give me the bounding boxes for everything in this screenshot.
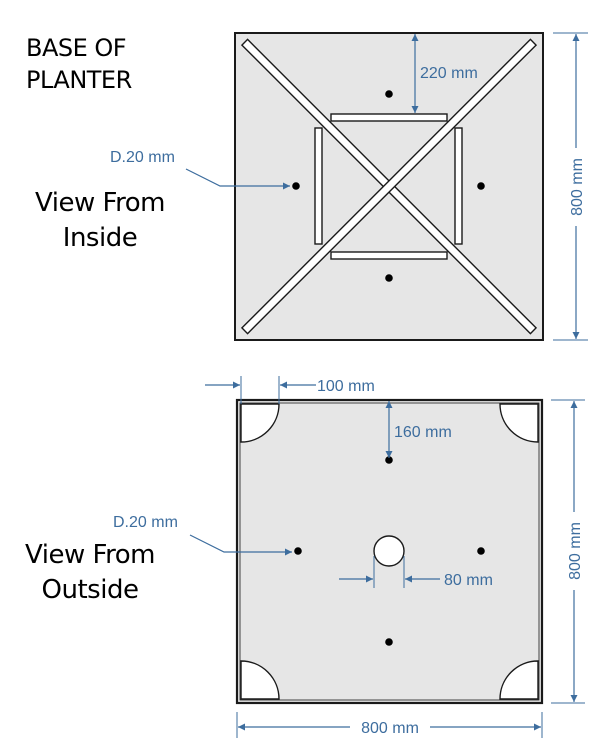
inside-view-label: View From Inside: [0, 186, 200, 256]
outside-hole-diameter-callout: D.20 mm: [113, 514, 292, 556]
outside-leader-line: [189, 534, 292, 556]
inside-leader-line: [185, 168, 290, 190]
inner-bar-top: [330, 113, 448, 122]
outside-view-label: View From Outside: [0, 538, 190, 608]
inside-view-label-line-1: View From: [35, 188, 165, 218]
outside-hole-diameter-label: D.20 mm: [113, 514, 178, 531]
outside-view-panel: D.20 mm 100 mm 160 mm 80 mm: [113, 376, 585, 738]
outside-offset-dimension: 160 mm: [385, 401, 452, 458]
inside-height-label: 800 mm: [569, 158, 586, 216]
inside-hole-right: [477, 182, 485, 190]
corner-width-label: 100 mm: [317, 378, 375, 395]
outside-hole-bottom: [385, 638, 393, 646]
outside-view-label-line-2: Outside: [41, 575, 139, 605]
inside-hole-left: [292, 182, 300, 190]
inside-hole-top: [385, 90, 393, 98]
corner-cutout-top-left: [240, 403, 280, 443]
outside-height-dimension: 800 mm: [551, 399, 585, 704]
inside-view-panel: D.20 mm 220 mm 800 mm: [110, 32, 588, 341]
inside-height-dimension: 800 mm: [553, 32, 588, 341]
corner-cutout-bottom-left: [240, 660, 280, 700]
center-drain-hole: [373, 535, 405, 567]
inside-hole-diameter-callout: D.20 mm: [110, 149, 290, 190]
outside-hole-right: [477, 547, 485, 555]
outside-width-dimension: 800 mm: [236, 712, 543, 738]
outside-width-label: 800 mm: [361, 720, 419, 737]
inside-hole-diameter-label: D.20 mm: [110, 149, 175, 166]
outside-hole-top: [385, 456, 393, 464]
outside-offset-label: 160 mm: [394, 424, 452, 441]
corner-cutout-bottom-right: [499, 660, 539, 700]
diagonal-brace-2: [240, 38, 538, 335]
center-hole-label: 80 mm: [444, 572, 493, 589]
inside-offset-dimension: 220 mm: [411, 34, 478, 113]
corner-cutout-top-right: [499, 403, 539, 443]
inside-offset-label: 220 mm: [420, 65, 478, 82]
inside-hole-bottom: [385, 274, 393, 282]
title-line-2: PLANTER: [26, 66, 132, 94]
inside-view-label-line-2: Inside: [62, 223, 138, 253]
corner-width-dimension: 100 mm: [205, 376, 375, 404]
outside-hole-left: [294, 547, 302, 555]
title-line-1: BASE OF: [26, 34, 127, 62]
inner-bar-right: [454, 127, 463, 245]
inner-bar-left: [314, 127, 323, 245]
outside-view-label-line-1: View From: [25, 540, 155, 570]
inner-bar-bottom: [330, 251, 448, 260]
center-hole-dimension: 80 mm: [339, 556, 493, 589]
outside-height-label: 800 mm: [567, 522, 584, 580]
diagram-title: BASE OF PLANTER: [26, 32, 132, 96]
